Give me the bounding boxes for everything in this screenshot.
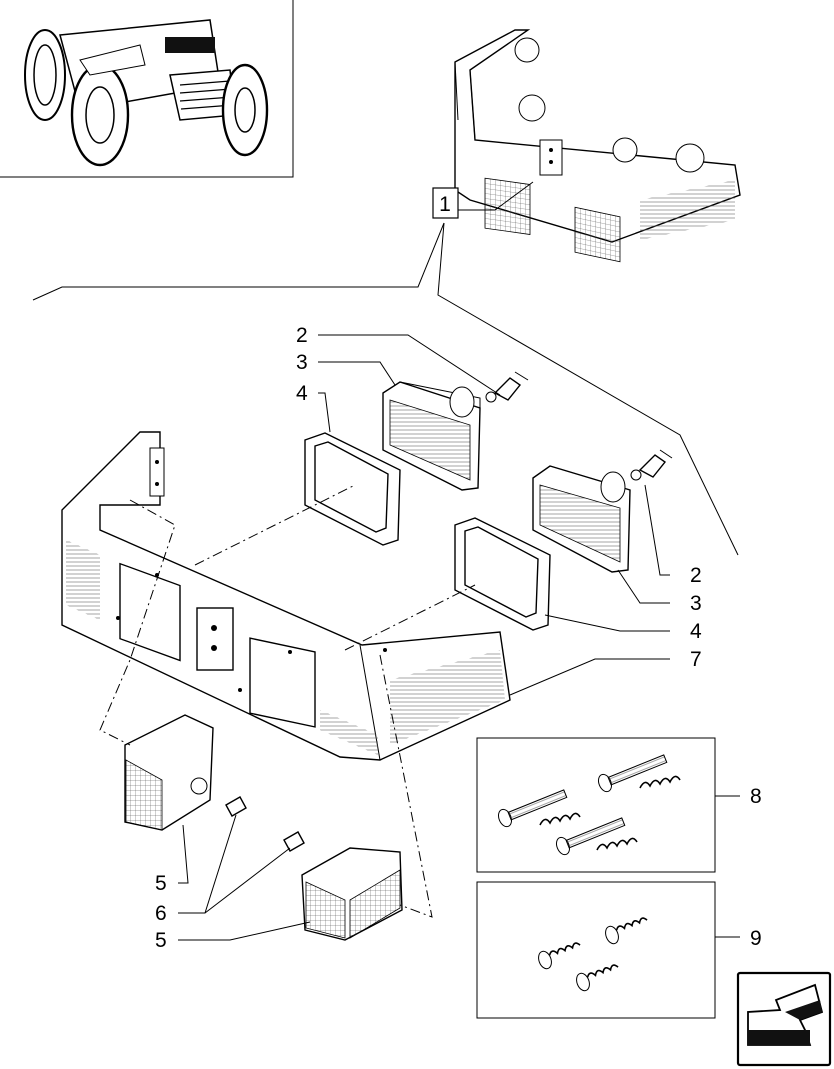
callout-4-upper: 4 <box>296 382 308 405</box>
callout-box-1 <box>432 187 459 219</box>
headlight-assembly-complete <box>454 29 741 263</box>
callout-2-upper: 2 <box>296 324 308 347</box>
headlamp-upper <box>382 381 481 491</box>
screw-kit-box-8 <box>476 737 716 873</box>
callout-5-lower: 5 <box>155 929 167 952</box>
headlamp-lower <box>532 465 631 573</box>
leader-1-left <box>32 222 445 301</box>
leader-1 <box>458 181 534 211</box>
bulb-small-right <box>283 831 305 852</box>
callout-5-upper: 5 <box>155 872 167 895</box>
alignment-lines <box>99 484 476 918</box>
leader-1-right <box>437 222 739 556</box>
bulb-small-left <box>225 796 247 817</box>
tractor-thumbnail-icon <box>0 0 294 178</box>
next-page-arrow-icon[interactable] <box>736 971 832 1067</box>
bulb-lower <box>630 449 673 481</box>
callout-1: 1 <box>439 193 451 216</box>
leader-lines <box>178 334 740 941</box>
callout-3-lower: 3 <box>690 592 702 615</box>
gasket-lower <box>454 517 551 631</box>
callout-9: 9 <box>750 927 762 950</box>
callout-2-lower: 2 <box>690 564 702 587</box>
callout-7: 7 <box>690 648 702 671</box>
screw-kit-box-9 <box>476 881 716 1019</box>
side-lamp-right <box>301 847 403 941</box>
side-lamp-left <box>124 714 214 831</box>
callout-3-upper: 3 <box>296 351 308 374</box>
callout-8: 8 <box>750 785 762 808</box>
headlight-housing <box>61 431 511 761</box>
callout-4-lower: 4 <box>690 620 702 643</box>
callout-6: 6 <box>155 902 167 925</box>
bulb-upper <box>485 371 529 403</box>
